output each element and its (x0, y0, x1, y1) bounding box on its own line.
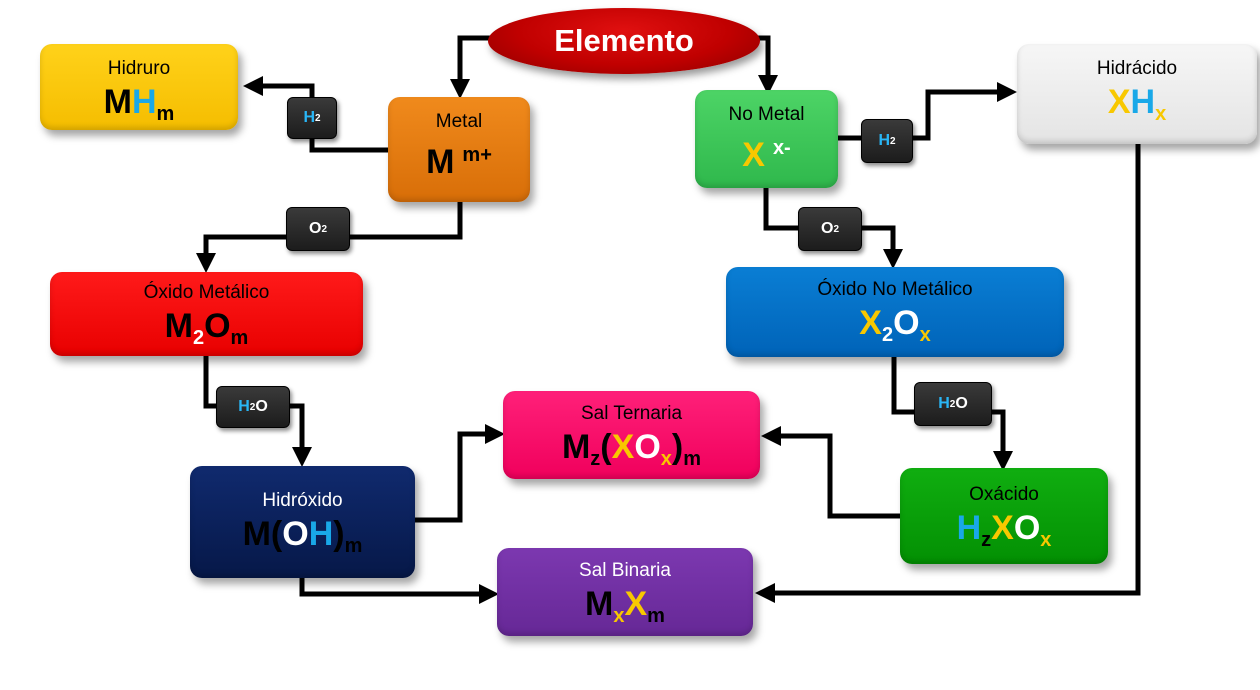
arrow-elemento-to-no-metal (758, 35, 778, 95)
oxacido-node: Oxácido HzXOx (900, 468, 1108, 564)
sal-ternaria-formula: Mz(XOx)m (561, 428, 702, 470)
hidroxido-node: Hidróxido M(OH)m (190, 466, 415, 578)
hidroxido-formula: M(OH)m (242, 515, 363, 557)
hidruro-node: Hidruro MHm (40, 44, 238, 130)
arrow-hidracido-to-sal-binaria (755, 144, 1141, 603)
sal-binaria-label: Sal Binaria (579, 560, 671, 581)
metal-label: Metal (435, 111, 483, 132)
oxido-metalico-formula: M2Om (164, 307, 249, 349)
sal-binaria-node: Sal Binaria MxXm (497, 548, 753, 636)
hidroxido-label: Hidróxido (262, 490, 343, 511)
hidracido-label: Hidrácido (1096, 58, 1178, 79)
hidracido-node: Hidrácido XHx (1017, 44, 1257, 144)
oxido-metalico-node: Óxido Metálico M2Om (50, 272, 363, 356)
arrow-oxacido-to-sal-ternaria (761, 426, 900, 519)
oxido-no-metalico-node: Óxido No Metálico X2Ox (726, 267, 1064, 357)
arrow-elemento-to-metal (450, 35, 490, 99)
sal-binaria-formula: MxXm (585, 585, 665, 627)
sal-ternaria-label: Sal Ternaria (580, 403, 683, 424)
elemento-label: Elemento (554, 23, 694, 58)
hidruro-label: Hidruro (107, 58, 171, 79)
oxido-no-metalico-formula: X2Ox (859, 304, 931, 346)
sal-ternaria-node: Sal Ternaria Mz(XOx)m (503, 391, 760, 479)
oxacido-formula: HzXOx (956, 509, 1052, 551)
oxido-metalico-label: Óxido Metálico (143, 282, 270, 303)
arrow-hidroxido-to-sal-ternaria (415, 424, 505, 523)
no-metal-label: No Metal (728, 104, 805, 125)
hidruro-formula: MHm (103, 83, 175, 125)
elemento-node: Elemento (488, 8, 760, 74)
oxido-no-metalico-label: Óxido No Metálico (817, 279, 973, 300)
hidracido-formula: XHx (1107, 83, 1167, 125)
arrow-hidroxido-to-sal-binaria (299, 578, 499, 604)
oxacido-label: Oxácido (969, 484, 1039, 505)
